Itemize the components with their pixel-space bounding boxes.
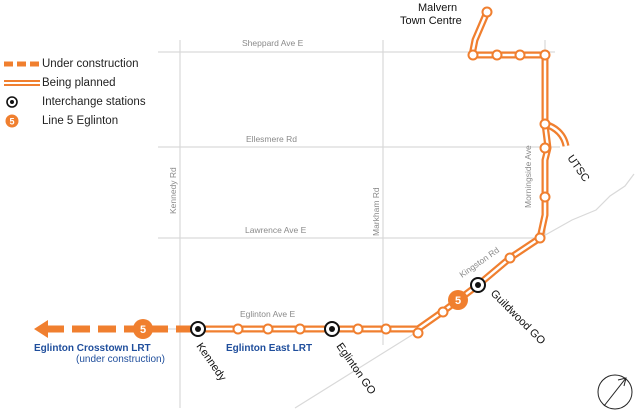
compass-icon xyxy=(597,374,633,410)
station-dot[interactable] xyxy=(534,232,546,244)
street-label-markham-rd: Markham Rd xyxy=(371,187,381,236)
station-dot[interactable] xyxy=(539,49,551,61)
station-dot[interactable] xyxy=(352,323,364,335)
station-dot[interactable] xyxy=(412,327,424,339)
line-label-east-lrt: Eglinton East LRT xyxy=(226,343,312,354)
street-label-sheppard: Sheppard Ave E xyxy=(242,38,304,48)
station-dot[interactable] xyxy=(437,306,449,318)
station-dot[interactable] xyxy=(539,191,551,203)
legend-row-under-construction: Under construction xyxy=(4,54,146,73)
station-dot[interactable] xyxy=(232,323,244,335)
line-label-crosstown-sub: (under construction) xyxy=(76,354,165,365)
legend-label-line5: Line 5 Eglinton xyxy=(42,114,119,127)
legend: Under construction Being planned Interch… xyxy=(4,54,146,130)
legend-double-line-icon xyxy=(4,76,42,90)
legend-dashed-line-icon xyxy=(4,57,42,71)
station-dot[interactable] xyxy=(294,323,306,335)
east-lrt-line xyxy=(198,10,570,333)
station-label-utsc: UTSC xyxy=(565,153,592,184)
crosstown-line xyxy=(34,320,198,338)
station-label-malvern-2: Town Centre xyxy=(400,15,462,27)
station-dot[interactable] xyxy=(262,323,274,335)
legend-row-being-planned: Being planned xyxy=(4,73,146,92)
station-label-kennedy: Kennedy xyxy=(194,341,229,384)
legend-interchange-icon xyxy=(4,95,42,109)
station-dot[interactable] xyxy=(504,252,516,264)
line5-badge-text: 5 xyxy=(140,324,146,336)
station-label-guildwood-go: Guildwood GO xyxy=(488,288,548,348)
street-label-eglinton: Eglinton Ave E xyxy=(240,309,295,319)
station-dot[interactable] xyxy=(491,49,503,61)
station-dot[interactable] xyxy=(514,49,526,61)
interchange-eglinton-go-dot xyxy=(329,326,335,332)
station-markers xyxy=(232,6,551,339)
interchange-kennedy-dot xyxy=(195,326,201,332)
station-label-malvern-1: Malvern xyxy=(418,2,457,14)
station-dot-malvern[interactable] xyxy=(481,6,493,18)
legend-label-under-construction: Under construction xyxy=(42,57,139,70)
line5-badge-circle xyxy=(133,319,153,339)
line-label-crosstown: Eglinton Crosstown LRT xyxy=(34,343,151,354)
line5-badge-text: 5 xyxy=(455,295,461,307)
legend-line5-badge-icon: 5 xyxy=(4,114,42,128)
station-dot[interactable] xyxy=(380,323,392,335)
interchange-guildwood-go-dot xyxy=(475,282,481,288)
compass-arrowhead xyxy=(617,377,627,387)
station-dot[interactable] xyxy=(467,49,479,61)
compass-needle xyxy=(603,377,627,407)
street-label-ellesmere: Ellesmere Rd xyxy=(246,134,297,144)
street-label-lawrence: Lawrence Ave E xyxy=(245,225,307,235)
legend-row-line5: 5 Line 5 Eglinton xyxy=(4,111,146,130)
line5-badge-circle xyxy=(448,290,468,310)
station-dot[interactable] xyxy=(539,118,551,130)
legend-label-interchange: Interchange stations xyxy=(42,95,146,108)
legend-line5-number: 5 xyxy=(9,116,14,126)
station-label-eglinton-go: Eglinton GO xyxy=(334,341,378,397)
crosstown-arrow-icon xyxy=(34,320,48,338)
line5-badge-west: 5 xyxy=(133,319,153,339)
street-label-morningside: Morningside Ave xyxy=(523,145,533,208)
street-label-kennedy-rd: Kennedy Rd xyxy=(168,167,178,214)
interchange-markers xyxy=(190,277,486,337)
compass-ring xyxy=(597,374,633,410)
legend-row-interchange: Interchange stations xyxy=(4,92,146,111)
station-dot-utsc[interactable] xyxy=(539,142,551,154)
line5-badge-east: 5 xyxy=(448,290,468,310)
legend-label-being-planned: Being planned xyxy=(42,76,116,89)
